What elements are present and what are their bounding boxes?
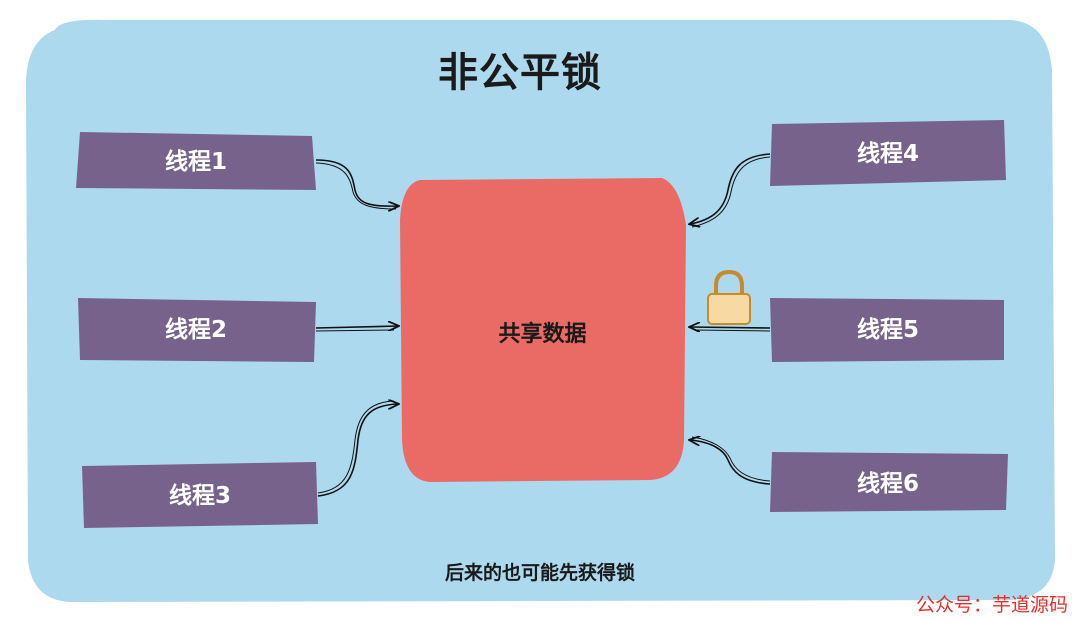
arrow-thread4-sketch — [691, 156, 771, 228]
caption: 后来的也可能先获得锁 — [444, 562, 635, 584]
arrow-thread4 — [690, 153, 771, 224]
thread-box-4 — [770, 120, 1006, 186]
watermark: 公众号：芋道源码 — [915, 594, 1068, 616]
thread-box-3 — [82, 462, 318, 528]
thread-label-5: 线程5 — [856, 317, 919, 343]
lock-icon — [707, 269, 751, 325]
arrow-thread2-sketch — [315, 329, 395, 332]
arrow-thread3-sketch — [317, 400, 395, 494]
arrow-thread5-sketch — [693, 329, 771, 332]
arrow-thread6 — [690, 440, 771, 485]
thread-box-1 — [76, 132, 316, 190]
page-title: 非公平锁 — [438, 50, 602, 96]
thread-box-5 — [770, 298, 1004, 362]
shared-data-label: 共享数据 — [498, 322, 587, 347]
thread-label-1: 线程1 — [164, 149, 227, 175]
thread-label-4: 线程4 — [856, 141, 919, 167]
arrow-thread3 — [317, 404, 398, 497]
shared-data-box — [400, 178, 686, 482]
arrow-thread1-sketch — [315, 162, 397, 210]
arrow-thread6-sketch — [691, 436, 771, 482]
thread-label-3: 线程3 — [168, 483, 231, 509]
arrow-thread5 — [690, 327, 771, 328]
thread-box-2 — [78, 298, 316, 362]
arrow-thread1 — [315, 159, 398, 206]
thread-label-6: 线程6 — [856, 471, 919, 497]
arrow-thread2 — [315, 326, 398, 328]
thread-label-2: 线程2 — [164, 317, 227, 343]
thread-box-6 — [770, 452, 1008, 512]
